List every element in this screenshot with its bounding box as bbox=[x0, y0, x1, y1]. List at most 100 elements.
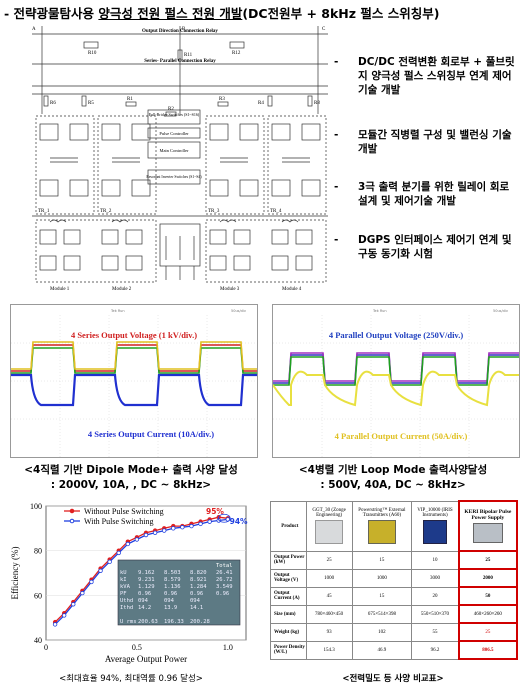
inset-cell: 0.96 bbox=[138, 591, 151, 597]
table-cell: 25 bbox=[457, 622, 519, 642]
inset-cell: 0.96 bbox=[190, 591, 203, 597]
table-cell: 102 bbox=[351, 622, 413, 642]
inset-cell: 196.33 bbox=[164, 619, 184, 625]
efficiency-caption: <최대효율 94%, 최대역률 0.96 달성> bbox=[59, 674, 203, 684]
table-cell: 550×510×370 bbox=[411, 604, 460, 624]
table-cell: 10 bbox=[411, 550, 460, 570]
table-row: Weight (kg) 93 102 55 25 bbox=[270, 622, 519, 642]
bullet-item: - DC/DC 전력변환 회로부 + 풀브릿지 양극성 펄스 스위칭부 연계 제… bbox=[334, 55, 522, 113]
legend-label: Without Pulse Switching bbox=[84, 507, 164, 516]
comparison-table: Product GGT_30 (Zonge Engineering) Power… bbox=[270, 500, 519, 660]
data-point bbox=[89, 579, 94, 585]
table-cell: 96.2 bbox=[411, 640, 460, 660]
resistor-label: R10 bbox=[88, 51, 97, 56]
table-cell: 1000 bbox=[351, 568, 413, 588]
controller-label: Main Controller bbox=[159, 148, 189, 153]
data-point bbox=[180, 525, 185, 530]
table-cell: Weight (kg) bbox=[270, 622, 307, 642]
controller-label: Full-Bridge Switches (S1~S16) bbox=[149, 112, 200, 117]
peak-highlight bbox=[217, 513, 231, 523]
bullet-dash: - bbox=[334, 56, 339, 68]
data-point bbox=[161, 528, 167, 533]
bullet-dash: - bbox=[334, 129, 339, 141]
caption-series: <4직렬 기반 Dipole Mode+ 출력 사양 달성 : 2000V, 1… bbox=[0, 463, 262, 493]
inset-cell: 200.63 bbox=[138, 619, 158, 625]
transformer-label: TR_2 bbox=[100, 209, 112, 214]
transformer-label: TR_1 bbox=[38, 209, 50, 214]
table-cell: 15 bbox=[351, 550, 413, 570]
oscilloscope-parallel: Tek Run 50us/div 4 Parallel Output Volta… bbox=[272, 304, 520, 458]
table-cell: 460×260×260 bbox=[457, 604, 519, 624]
table-cell: 806.5 bbox=[457, 640, 519, 660]
table-cell: 3000 bbox=[411, 568, 460, 588]
table-cell: Size (mm) bbox=[270, 604, 307, 624]
inset-cell: 094 bbox=[164, 598, 175, 604]
table-cell: 780×460×450 bbox=[305, 604, 353, 624]
inset-cell: 9.231 bbox=[138, 577, 155, 583]
inset-cell: U rms bbox=[120, 619, 137, 625]
inset-cell: 0.96 bbox=[216, 591, 229, 597]
data-point bbox=[80, 590, 85, 596]
table-row: Power Density (W/L) 154.3 46.9 96.2 806.… bbox=[270, 640, 519, 660]
inset-cell: 200.28 bbox=[190, 619, 210, 625]
table-cell: 20 bbox=[411, 586, 460, 606]
table-row: Output Current (A) 45 15 20 50 bbox=[270, 586, 519, 606]
scope-header: Tek Run bbox=[110, 309, 125, 313]
bullet-text: DC/DC 전력변환 회로부 + 풀브릿지 양극성 펄스 스위칭부 연계 제어 … bbox=[358, 56, 515, 96]
scope-voltage-label: 4 Series Output Voltage (1 kV/div.) bbox=[71, 330, 197, 340]
resistor-label: R2 bbox=[168, 107, 174, 112]
table-cell: 2000 bbox=[457, 568, 519, 588]
table-row: Size (mm) 780×460×450 675×514×398 550×51… bbox=[270, 604, 519, 624]
inset-cell: Uthd bbox=[120, 598, 133, 604]
resistor-label: R6 bbox=[50, 101, 56, 106]
scope-parallel-svg: Tek Run 50us/div 4 Parallel Output Volta… bbox=[273, 309, 519, 457]
table-cell: 675×514×398 bbox=[351, 604, 413, 624]
inset-cell: 8.820 bbox=[190, 570, 207, 576]
data-point bbox=[71, 602, 76, 607]
inset-cell: 8.503 bbox=[164, 570, 181, 576]
comparison-table-wrap: Product GGT_30 (Zonge Engineering) Power… bbox=[270, 500, 519, 660]
page-title: - 전략광물탐사용 양극성 전원 펄스 전원 개발(DC전원부 + 8kHz 펄… bbox=[4, 3, 439, 22]
bullet-text: DGPS 인터페이스 제어기 연계 및 구동 동기화 시험 bbox=[358, 234, 512, 260]
data-point bbox=[207, 519, 212, 524]
y-axis-label: Efficiency (%) bbox=[10, 546, 20, 599]
inset-cell: PF bbox=[120, 591, 127, 597]
circuit-diagram: A B C Output Direction Connection Relay … bbox=[30, 24, 330, 296]
product-image bbox=[367, 520, 396, 544]
table-cell: 1000 bbox=[305, 568, 353, 588]
legend-label: With Pulse Switching bbox=[84, 517, 153, 526]
bullet-dash: - bbox=[334, 181, 339, 193]
caption-line: <4병렬 기반 Loop Mode 출력사양달성 bbox=[298, 464, 488, 476]
controller-label: Resonant Inverter Switches (S1~S4) bbox=[146, 175, 202, 179]
table-cell: Output Power (kW) bbox=[270, 550, 307, 570]
resistor-label: R11 bbox=[184, 53, 193, 58]
inset-cell: 094 bbox=[138, 598, 149, 604]
inset-cell: 9.162 bbox=[138, 570, 155, 576]
data-point bbox=[143, 532, 149, 538]
relay-mid-label: Series- Parallel Connection Relay bbox=[144, 59, 216, 64]
table-cell: Output Current (A) bbox=[270, 586, 307, 606]
module-label: Module 2 bbox=[112, 287, 132, 292]
x-tick-label: 0 bbox=[44, 643, 48, 652]
table-header-cell: KERI Bipolar Pulse Power Supply bbox=[457, 500, 519, 552]
table-cell: 25 bbox=[305, 550, 353, 570]
caption-line: : 2000V, 10A, , DC ~ 8kHz> bbox=[50, 479, 212, 491]
inset-cell: 1.284 bbox=[190, 584, 207, 590]
scope-timebase: 50us/div bbox=[493, 309, 508, 313]
inset-cell: 26.72 bbox=[216, 577, 233, 583]
y-tick-label: 80 bbox=[34, 547, 42, 556]
measurement-inset bbox=[117, 559, 241, 626]
controller-label: Pulse Controller bbox=[159, 131, 189, 136]
module-label: Module 4 bbox=[282, 287, 302, 292]
resistor-label: R5 bbox=[88, 101, 94, 106]
table-cell: 45 bbox=[305, 586, 353, 606]
circuit-svg: A B C Output Direction Connection Relay … bbox=[32, 26, 328, 292]
module-label: Module 1 bbox=[50, 287, 70, 292]
transformer-label: TR_3 bbox=[208, 209, 220, 214]
table-cell: 25 bbox=[457, 550, 519, 570]
inset-cell: 1.129 bbox=[138, 584, 155, 590]
inset-cell: 8.921 bbox=[190, 577, 207, 583]
data-point bbox=[171, 526, 176, 531]
